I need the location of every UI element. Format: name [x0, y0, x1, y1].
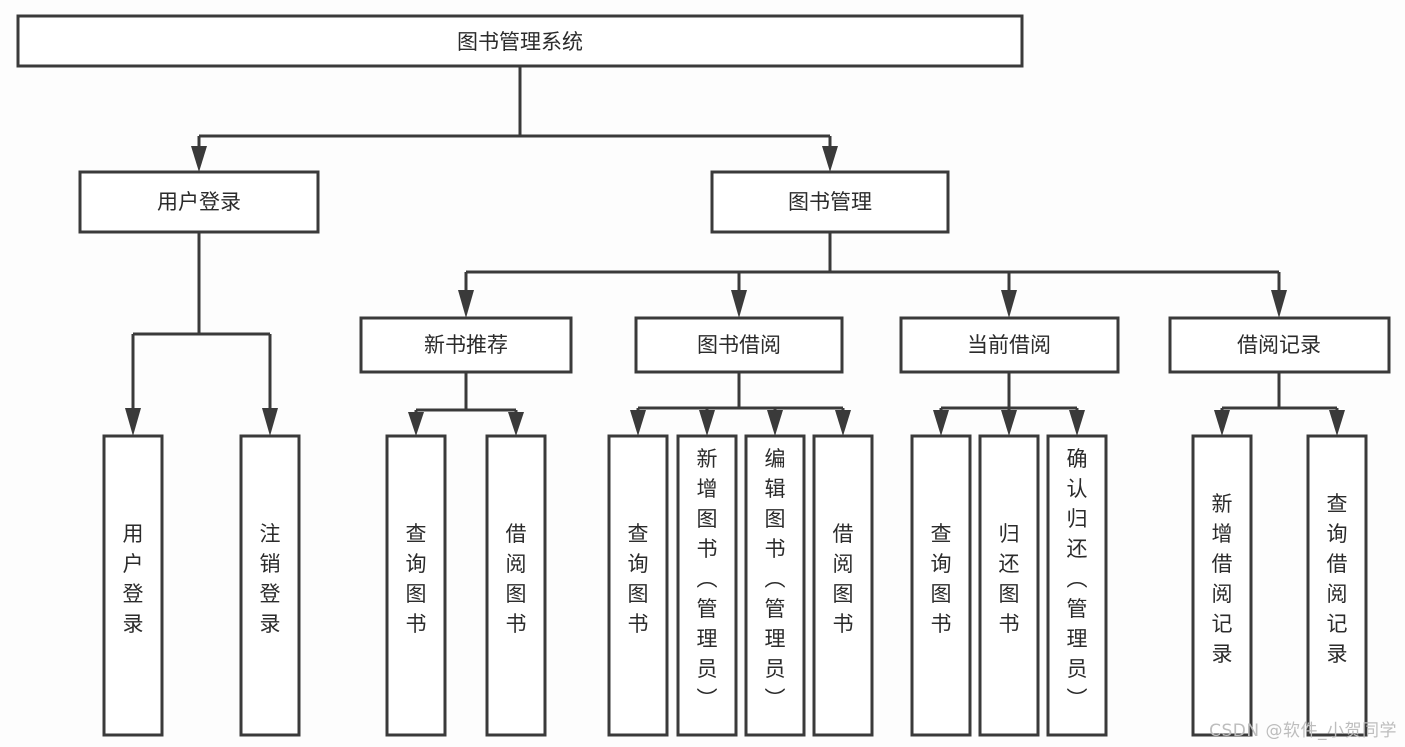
- node-user-login-label: 用户登录: [157, 190, 241, 214]
- leaf-current-borrow-3[interactable]: 确认归还︵管理员︶: [1046, 434, 1108, 737]
- arrow-currentborrow-leaf-3: [1069, 410, 1085, 436]
- leaf-book-borrow-1-label: 查询图书: [628, 522, 649, 636]
- leaf-current-borrow-2[interactable]: 归还图书: [978, 434, 1040, 737]
- arrow-borrowrecord-leaf-2: [1329, 410, 1345, 436]
- leaf-borrow-record-2-box[interactable]: [1306, 434, 1368, 737]
- node-new-book-recommend-box[interactable]: [359, 316, 573, 374]
- node-current-borrow-label: 当前借阅: [967, 333, 1051, 357]
- arrow-currentborrow-leaf-2: [1001, 410, 1017, 436]
- node-current-borrow[interactable]: 当前借阅: [899, 316, 1120, 374]
- node-book-borrow-label: 图书借阅: [697, 333, 781, 357]
- leaf-book-borrow-3[interactable]: 编辑图书︵管理员︶: [744, 434, 806, 737]
- leaf-user-login-2-box[interactable]: [239, 434, 301, 737]
- leaf-borrow-record-1-box[interactable]: [1191, 434, 1253, 737]
- arrow-to-book-borrow: [731, 290, 747, 318]
- arrow-to-leaf-logout: [262, 408, 278, 436]
- arrow-newbook-leaf-1: [408, 412, 424, 436]
- arrow-to-book-manage: [822, 146, 838, 172]
- csdn-watermark: CSDN @软件_小贺同学: [1209, 721, 1397, 741]
- node-new-book-recommend-label: 新书推荐: [424, 333, 508, 357]
- leaf-book-borrow-4-label: 借阅图书: [833, 522, 854, 636]
- node-new-book-recommend[interactable]: 新书推荐: [359, 316, 573, 374]
- leaf-current-borrow-1-label: 查询图书: [931, 522, 952, 636]
- node-user-login[interactable]: 用户登录: [78, 170, 320, 234]
- leaf-user-login-1-label: 用户登录: [123, 522, 144, 636]
- connector-group: [125, 66, 1345, 436]
- arrow-to-leaf-user-login: [125, 408, 141, 436]
- leaf-user-login-1-box[interactable]: [102, 434, 164, 737]
- leaf-book-borrow-2-label: 新增图书︵管理员︶: [697, 447, 718, 711]
- leaf-new-book-2-label: 借阅图书: [506, 522, 527, 636]
- leaf-book-borrow-4[interactable]: 借阅图书: [812, 434, 874, 737]
- leaf-borrow-record-1[interactable]: 新增借阅记录: [1191, 434, 1253, 737]
- node-book-manage[interactable]: 图书管理: [710, 170, 950, 234]
- leaf-borrow-record-1-label: 新增借阅记录: [1212, 492, 1233, 666]
- node-book-borrow[interactable]: 图书借阅: [634, 316, 844, 374]
- node-book-borrow-box[interactable]: [634, 316, 844, 374]
- node-borrow-record[interactable]: 借阅记录: [1168, 316, 1391, 374]
- arrow-to-user-login: [191, 146, 207, 172]
- node-borrow-record-label: 借阅记录: [1237, 333, 1321, 357]
- leaf-book-borrow-1[interactable]: 查询图书: [607, 434, 669, 737]
- arrow-bookborrow-leaf-1: [630, 410, 646, 436]
- leaf-current-borrow-1[interactable]: 查询图书: [910, 434, 972, 737]
- leaf-user-login-2[interactable]: 注销登录: [239, 434, 301, 737]
- leaf-new-book-1-box[interactable]: [385, 434, 447, 737]
- leaf-new-book-1[interactable]: 查询图书: [385, 434, 447, 737]
- leaf-current-borrow-3-box[interactable]: [1046, 434, 1108, 737]
- arrow-to-new-book: [458, 290, 474, 318]
- leaf-book-borrow-2-box[interactable]: [676, 434, 738, 737]
- leaf-new-book-2-box[interactable]: [485, 434, 547, 737]
- leaf-current-borrow-3-label: 确认归还︵管理员︶: [1067, 447, 1088, 711]
- node-user-login-box[interactable]: [78, 170, 320, 234]
- leaf-new-book-2[interactable]: 借阅图书: [485, 434, 547, 737]
- arrow-borrowrecord-leaf-1: [1214, 410, 1230, 436]
- arrow-currentborrow-leaf-1: [933, 410, 949, 436]
- node-book-manage-box[interactable]: [710, 170, 950, 234]
- arrow-bookborrow-leaf-2: [699, 410, 715, 436]
- leaf-current-borrow-1-box[interactable]: [910, 434, 972, 737]
- leaf-current-borrow-2-box[interactable]: [978, 434, 1040, 737]
- leaf-book-borrow-2[interactable]: 新增图书︵管理员︶: [676, 434, 738, 737]
- leaf-book-borrow-3-box[interactable]: [744, 434, 806, 737]
- arrow-to-current-borrow: [1001, 290, 1017, 318]
- node-current-borrow-box[interactable]: [899, 316, 1120, 374]
- leaf-current-borrow-2-label: 归还图书: [999, 522, 1020, 636]
- node-borrow-record-box[interactable]: [1168, 316, 1391, 374]
- arrow-bookborrow-leaf-4: [835, 410, 851, 436]
- leaf-borrow-record-2[interactable]: 查询借阅记录: [1306, 434, 1368, 737]
- leaf-book-borrow-4-box[interactable]: [812, 434, 874, 737]
- arrow-to-borrow-record: [1271, 290, 1287, 318]
- arrow-bookborrow-leaf-3: [767, 410, 783, 436]
- node-root-system-box[interactable]: [16, 14, 1024, 68]
- leaf-book-borrow-1-box[interactable]: [607, 434, 669, 737]
- leaf-user-login-2-label: 注销登录: [260, 522, 281, 636]
- leaf-book-borrow-3-label: 编辑图书︵管理员︶: [765, 447, 786, 711]
- leaf-borrow-record-2-label: 查询借阅记录: [1327, 492, 1348, 666]
- leaf-new-book-1-label: 查询图书: [406, 522, 427, 636]
- node-book-manage-label: 图书管理: [788, 190, 872, 214]
- arrow-newbook-leaf-2: [508, 412, 524, 436]
- node-root-system-label: 图书管理系统: [457, 30, 583, 54]
- node-root-system[interactable]: 图书管理系统: [16, 14, 1024, 68]
- leaf-user-login-1[interactable]: 用户登录: [102, 434, 164, 737]
